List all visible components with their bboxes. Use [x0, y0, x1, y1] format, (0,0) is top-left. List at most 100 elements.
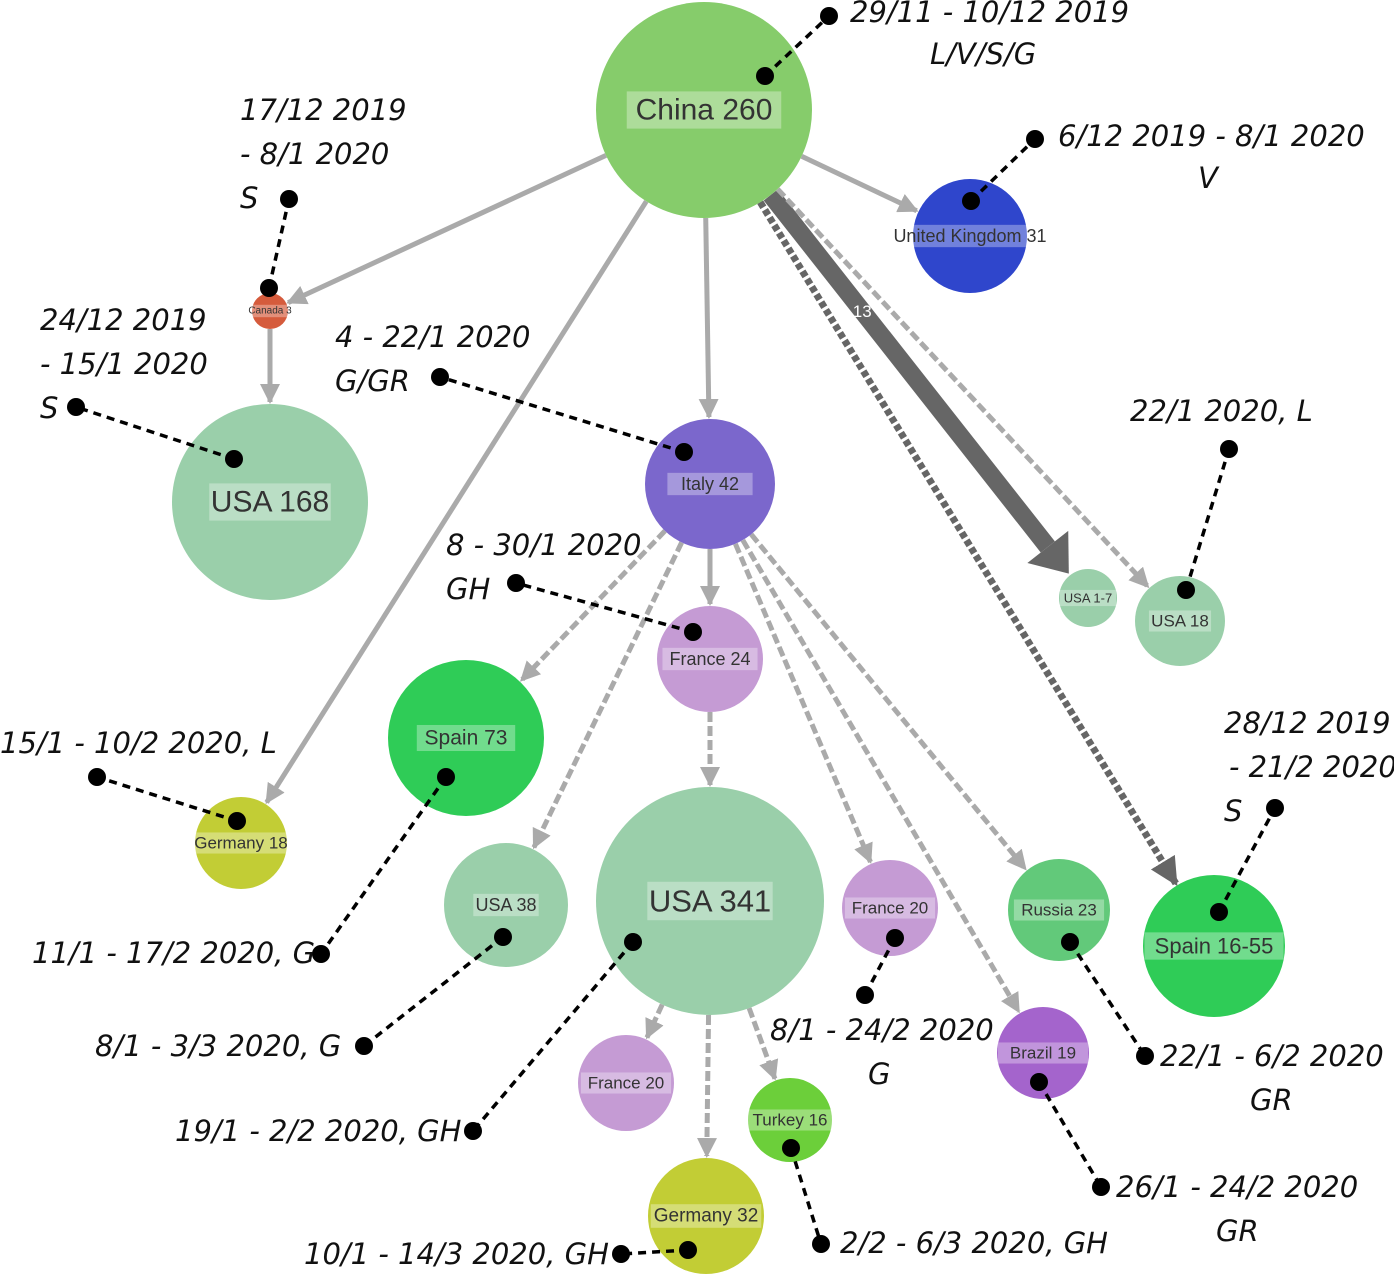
annotation-line: GH [446, 572, 490, 606]
annotation-leader-line [319, 775, 448, 956]
edge-china-to-germany18 [264, 199, 649, 805]
node-russia23[interactable]: Russia 23 [1008, 859, 1110, 961]
node-label: France 20 [852, 899, 929, 918]
node-uk[interactable]: United Kingdom 31 [882, 179, 1058, 293]
annotation-text-usa18: 22/1 2020, L [1130, 394, 1313, 428]
node-circle [444, 843, 568, 967]
annotation-text-turkey16: 2/2 - 6/3 2020, GH [840, 1226, 1108, 1260]
node-label-backdrop [744, 1109, 836, 1131]
annotation-line: 11/1 - 17/2 2020, G [32, 936, 315, 970]
annotation-line: V [1198, 161, 1220, 195]
node-usa38[interactable]: USA 38 [444, 843, 568, 967]
annotation-node-dot [1061, 933, 1079, 951]
annotation-leader-line [1068, 941, 1147, 1057]
annotation-leader-line [789, 1147, 823, 1245]
node-circle [842, 860, 938, 956]
annotation-end-dot [280, 190, 298, 208]
annotation-text-spain73: 11/1 - 17/2 2020, G [32, 936, 315, 970]
annotation-node-dot [962, 192, 980, 210]
node-label: USA 18 [1151, 612, 1209, 631]
node-usa341[interactable]: USA 341 [596, 787, 824, 1015]
node-spain73[interactable]: Spain 73 [388, 660, 544, 816]
node-label-backdrop [245, 304, 295, 318]
node-china[interactable]: China 260 [596, 2, 812, 218]
annotation-end-dot [820, 7, 838, 25]
annotation-end-dot [464, 1122, 482, 1140]
annotation-line: G [868, 1057, 890, 1091]
node-label: France 20 [588, 1074, 665, 1093]
node-italy[interactable]: Italy 42 [645, 419, 775, 549]
node-label-backdrop [1013, 899, 1105, 921]
annotation-end-dot [1026, 130, 1044, 148]
annotation-end-dot [355, 1037, 373, 1055]
annotation-node-dot [260, 279, 278, 297]
edge-line [264, 199, 649, 805]
node-label: Germany 32 [654, 1206, 759, 1227]
annotation-line: G/GR [335, 364, 410, 398]
annotation-line: S [240, 181, 258, 215]
annotation-turkey16 [782, 1139, 830, 1253]
annotation-end-dot [431, 368, 449, 386]
annotation-leader-line [439, 375, 685, 454]
edge-usa341-to-france20b [644, 1003, 665, 1040]
node-canada[interactable]: Canada 3 [245, 293, 295, 329]
node-usa168[interactable]: USA 168 [172, 404, 368, 600]
annotation-line: 8/1 - 3/3 2020, G [95, 1029, 341, 1063]
node-france20b[interactable]: France 20 [578, 1035, 674, 1131]
annotation-node-dot [756, 67, 774, 85]
edge-line [286, 153, 608, 305]
node-usa17[interactable]: USA 1-7 [1059, 569, 1117, 627]
node-germany18[interactable]: Germany 18 [191, 797, 291, 889]
node-label: Russia 23 [1021, 901, 1097, 920]
annotation-spain1655 [1210, 799, 1284, 921]
node-label-backdrop [662, 647, 758, 671]
node-label-backdrop [416, 724, 516, 752]
annotation-end-dot [1220, 440, 1238, 458]
annotation-end-dot [612, 1245, 630, 1263]
node-label-backdrop [650, 1204, 762, 1228]
node-germany32[interactable]: Germany 32 [648, 1158, 764, 1274]
node-label: Italy 42 [681, 474, 739, 494]
node-france24[interactable]: France 24 [657, 606, 763, 712]
node-france20a[interactable]: France 20 [842, 860, 938, 956]
annotation-usa168 [67, 398, 243, 468]
node-circle [657, 606, 763, 712]
annotation-leader-line [1037, 1081, 1103, 1188]
node-label: United Kingdom 31 [893, 226, 1046, 246]
node-brazil19[interactable]: Brazil 19 [997, 1007, 1089, 1099]
node-circle [1143, 875, 1285, 1017]
node-label-backdrop [997, 1042, 1089, 1064]
edge-china-to-italy [698, 217, 719, 420]
edge-line [775, 187, 1150, 589]
annotation-leader-line [362, 935, 505, 1048]
node-turkey16[interactable]: Turkey 16 [744, 1078, 836, 1162]
node-circle [578, 1035, 674, 1131]
node-circle [388, 660, 544, 816]
node-usa18[interactable]: USA 18 [1135, 576, 1225, 666]
node-circle [748, 1078, 832, 1162]
annotation-line: - 8/1 2020 [240, 137, 389, 171]
annotation-line: 8/1 - 24/2 2020 [770, 1013, 994, 1047]
annotation-usa38 [355, 928, 512, 1055]
annotation-france24 [507, 574, 702, 641]
annotation-line: 10/1 - 14/3 2020, GH [304, 1237, 609, 1271]
edge-line [746, 1007, 779, 1081]
node-label-backdrop [1144, 932, 1284, 960]
annotation-end-dot [312, 945, 330, 963]
node-label-backdrop [580, 1072, 672, 1094]
node-label: Canada 3 [248, 306, 292, 317]
node-spain1655[interactable]: Spain 16-55 [1143, 875, 1285, 1017]
annotation-russia23 [1061, 933, 1154, 1065]
node-label: USA 38 [475, 895, 536, 915]
annotation-line: 22/1 - 6/2 2020 [1160, 1039, 1384, 1073]
edge-line [733, 542, 873, 864]
node-label-backdrop [1059, 589, 1117, 607]
annotation-end-dot [856, 986, 874, 1004]
